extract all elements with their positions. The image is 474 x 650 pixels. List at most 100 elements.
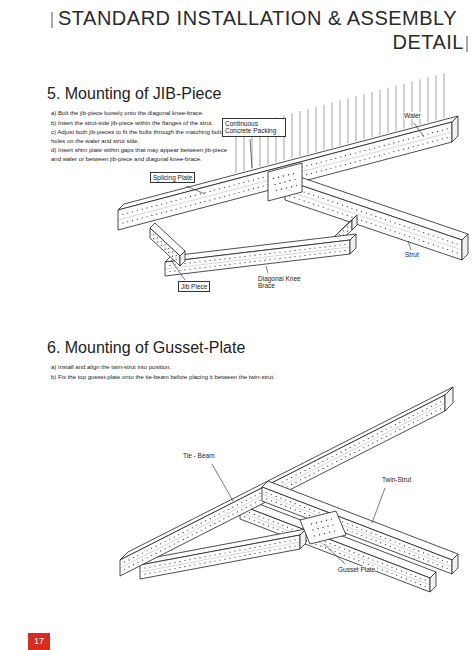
bolt-hole [289, 180, 290, 181]
bolt-hole [146, 557, 147, 558]
bolt-hole [264, 551, 265, 552]
bolt-hole [269, 259, 270, 260]
bolt-hole [380, 226, 381, 227]
bolt-hole [399, 422, 400, 423]
bolt-hole [285, 499, 286, 500]
bolt-hole [356, 527, 357, 528]
bolt-hole [440, 408, 441, 409]
bolt-hole [209, 266, 210, 267]
part-label: Jib Piece [178, 281, 210, 292]
bolt-hole [447, 128, 448, 129]
bolt-hole [344, 548, 345, 549]
bolt-hole [184, 269, 185, 270]
bolt-hole [195, 195, 196, 196]
bolt-hole [442, 566, 443, 567]
bolt-hole [374, 147, 375, 148]
bolt-hole [169, 563, 170, 564]
bolt-hole [428, 554, 429, 555]
bolt-hole [442, 130, 443, 131]
bolt-hole [404, 420, 405, 421]
bolt-hole [164, 249, 165, 250]
bolt-hole [133, 557, 134, 558]
bolt-hole [332, 456, 333, 457]
bolt-hole [418, 239, 419, 240]
bolt-hole [369, 157, 370, 158]
section-heading: 5. Mounting of JIB-Piece [47, 84, 233, 104]
bolt-hole [314, 510, 315, 511]
bolt-hole [358, 560, 359, 561]
bolt-hole [318, 463, 319, 464]
part-label: Diagonal Knee Brace [258, 275, 302, 290]
bolt-hole [353, 552, 354, 553]
bolt-hole [166, 202, 167, 203]
bolt-hole [395, 424, 396, 425]
bolt-hole [294, 539, 295, 540]
knee-brace-beam [165, 234, 356, 276]
bolt-hole [435, 403, 436, 404]
beam-web [150, 228, 180, 266]
bolt-hole [371, 223, 372, 224]
bolt-hole [366, 221, 367, 222]
bolt-hole [366, 530, 367, 531]
bolt-hole [174, 562, 175, 563]
bolt-hole [364, 159, 365, 160]
bolt-hole [238, 192, 239, 193]
bolt-hole [306, 174, 307, 175]
leader-line [171, 260, 185, 280]
bolt-hole [154, 572, 155, 573]
bolt-hole [161, 212, 162, 213]
beam-web [165, 240, 350, 276]
bolt-hole [286, 479, 287, 480]
bolt-hole [442, 560, 443, 561]
bolt-hole [326, 160, 327, 161]
bolt-hole [254, 261, 255, 262]
bolt-hole [151, 215, 152, 216]
bolt-hole [266, 492, 267, 493]
bolt-hole [168, 252, 169, 253]
bolt-hole [318, 512, 319, 513]
bolt-hole [363, 447, 364, 448]
bolt-hole [390, 433, 391, 434]
bolt-hole [427, 133, 428, 134]
bolt-hole [219, 553, 220, 554]
part-label: Splicing Plate [150, 172, 195, 183]
section-heading: 6. Mounting of Gusset-Plate [47, 338, 297, 358]
leader-line [372, 488, 385, 523]
bolt-hole [414, 238, 415, 239]
bolt-hole [386, 436, 387, 437]
bolt-hole [372, 559, 373, 560]
leader-line [414, 123, 424, 137]
rebar-line [404, 84, 405, 129]
bolt-hole [274, 549, 275, 550]
bolt-hole [404, 545, 405, 546]
bolt-hole [432, 556, 433, 557]
bolt-hole [224, 552, 225, 553]
bolt-hole [311, 173, 312, 174]
bolt-hole [284, 251, 285, 252]
bolt-hole [274, 252, 275, 253]
bolt-hole [413, 549, 414, 550]
bolt-hole [417, 420, 418, 421]
bolt-hole [229, 558, 230, 559]
bolt-hole [128, 559, 129, 560]
bolt-hole [428, 560, 429, 561]
bolt-hole [214, 554, 215, 555]
bolt-hole [249, 548, 250, 549]
bolt-hole [371, 214, 372, 215]
bolt-hole [351, 208, 352, 209]
bolt-hole [185, 197, 186, 198]
bolt-hole [316, 172, 317, 173]
bolt-hole [368, 445, 369, 446]
bolt-hole [350, 447, 351, 448]
bolt-hole [146, 216, 147, 217]
bolt-hole [258, 516, 259, 517]
bolt-hole [324, 246, 325, 247]
bolt-hole [286, 187, 287, 188]
bolt-hole [398, 150, 399, 151]
bolt-hole [156, 214, 157, 215]
bolt-hole [254, 553, 255, 554]
rebar-line [372, 92, 373, 137]
bolt-hole [157, 242, 158, 243]
bolt-hole [398, 141, 399, 142]
bolt-hole [390, 221, 391, 222]
